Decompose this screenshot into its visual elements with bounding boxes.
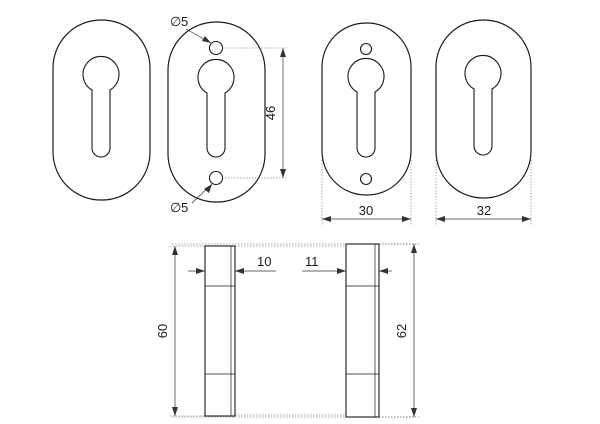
side-view-left — [204, 245, 236, 417]
diameter-symbol-bottom: ∅ — [170, 200, 181, 215]
dimension-hole-diameter-top: 5 — [181, 14, 188, 29]
plate-drilled-dimensioned: 46 ∅ 5 ∅ 5 — [167, 14, 288, 215]
keyhole-cutout — [464, 54, 502, 156]
dimension-height-right: 62 — [394, 324, 409, 338]
plate-plain-right: 32 — [435, 19, 532, 226]
dimension-thickness-right: 11 — [305, 254, 319, 269]
side-profile — [204, 245, 236, 417]
plate-plain-left — [52, 19, 151, 201]
side-view-right — [345, 243, 380, 418]
screw-hole-bottom — [359, 172, 373, 186]
screw-hole-bottom — [208, 170, 224, 186]
screw-hole-top — [359, 42, 373, 56]
dimension-hole-diameter-bottom: 5 — [181, 200, 188, 215]
side-views: 10 11 60 62 — [155, 243, 420, 418]
diameter-symbol-top: ∅ — [170, 14, 181, 29]
dimension-thickness-left: 10 — [257, 254, 271, 269]
keyhole-cutout — [82, 55, 120, 158]
dimension-height-left: 60 — [155, 324, 170, 338]
dimension-hole-spacing: 46 — [263, 106, 278, 120]
side-profile — [345, 243, 380, 418]
screw-hole-top — [208, 40, 224, 56]
dimension-width-plain: 32 — [477, 203, 491, 218]
keyhole-cutout — [347, 57, 385, 158]
plate-drilled-narrow: 30 — [321, 22, 412, 226]
dimension-width-drilled: 30 — [359, 203, 373, 218]
keyhole-cutout — [197, 58, 235, 158]
